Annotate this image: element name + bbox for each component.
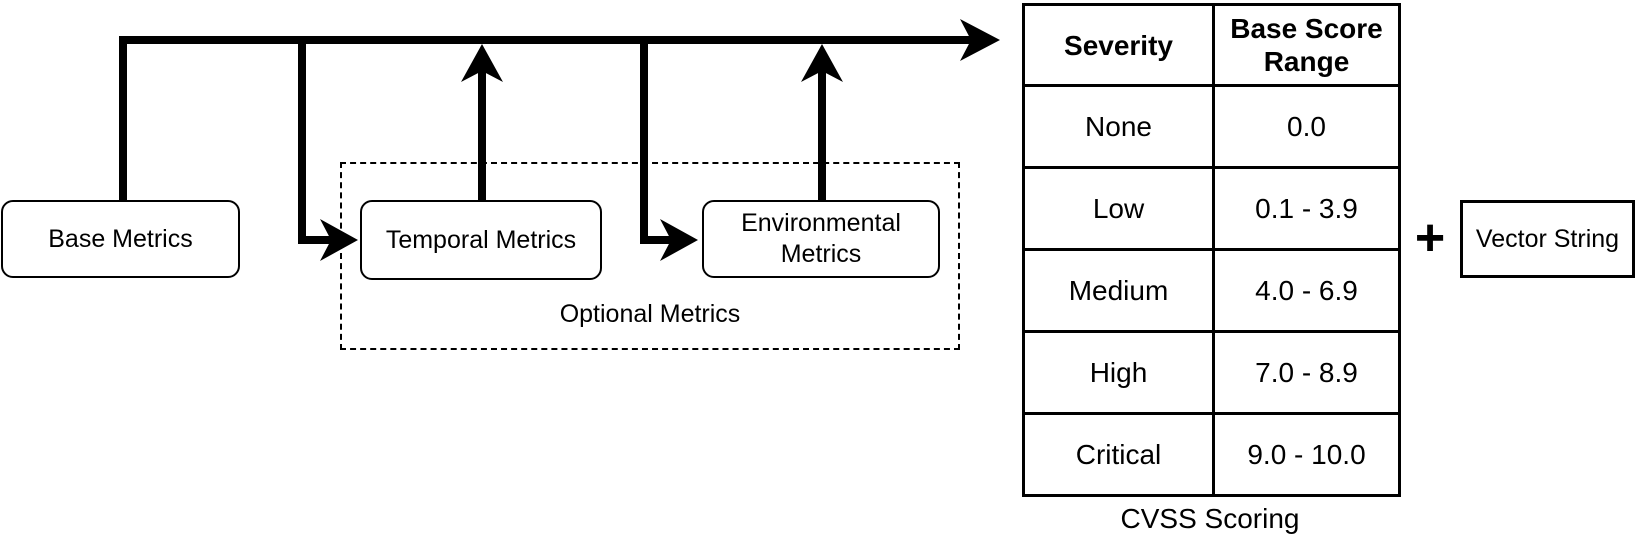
vector-string-box: Vector String [1460, 200, 1635, 278]
range-cell: 7.0 - 8.9 [1212, 330, 1401, 415]
temporal-metrics-label: Temporal Metrics [385, 225, 577, 254]
table-row: Critical 9.0 - 10.0 [1022, 412, 1401, 497]
vector-string-label: Vector String [1475, 224, 1620, 253]
plus-icon: + [1414, 209, 1446, 267]
base-metrics-box: Base Metrics [1, 200, 240, 278]
range-cell: 9.0 - 10.0 [1212, 412, 1401, 497]
pipeline-to-temporal-connector [298, 40, 333, 244]
column-header-severity: Severity [1022, 3, 1215, 87]
range-cell: 0.0 [1212, 84, 1401, 169]
severity-cell: Critical [1022, 412, 1215, 497]
range-cell: 0.1 - 3.9 [1212, 166, 1401, 251]
table-row: None 0.0 [1022, 84, 1401, 169]
severity-cell: High [1022, 330, 1215, 415]
environmental-metrics-box: Environmental Metrics [702, 200, 940, 278]
table-caption: CVSS Scoring [1120, 503, 1300, 534]
range-cell: 4.0 - 6.9 [1212, 248, 1401, 333]
severity-cell: None [1022, 84, 1215, 169]
severity-cell: Medium [1022, 248, 1215, 333]
temporal-out-arrowhead-icon [461, 44, 503, 82]
temporal-metrics-box: Temporal Metrics [360, 200, 602, 280]
severity-cell: Low [1022, 166, 1215, 251]
table-row: Medium 4.0 - 6.9 [1022, 248, 1401, 333]
table-header-row: Severity Base Score Range [1022, 3, 1401, 87]
cvss-score-table: Severity Base Score Range None 0.0 Low 0… [1022, 3, 1401, 497]
environmental-out-arrowhead-icon [801, 44, 843, 82]
column-header-base-score-range: Base Score Range [1212, 3, 1401, 87]
pipeline-arrowhead-right-icon [960, 19, 1000, 61]
table-row: High 7.0 - 8.9 [1022, 330, 1401, 415]
table-row: Low 0.1 - 3.9 [1022, 166, 1401, 251]
environmental-metrics-label: Environmental Metrics [741, 209, 901, 268]
optional-metrics-label: Optional Metrics [559, 300, 741, 328]
base-metrics-label: Base Metrics [48, 224, 193, 253]
